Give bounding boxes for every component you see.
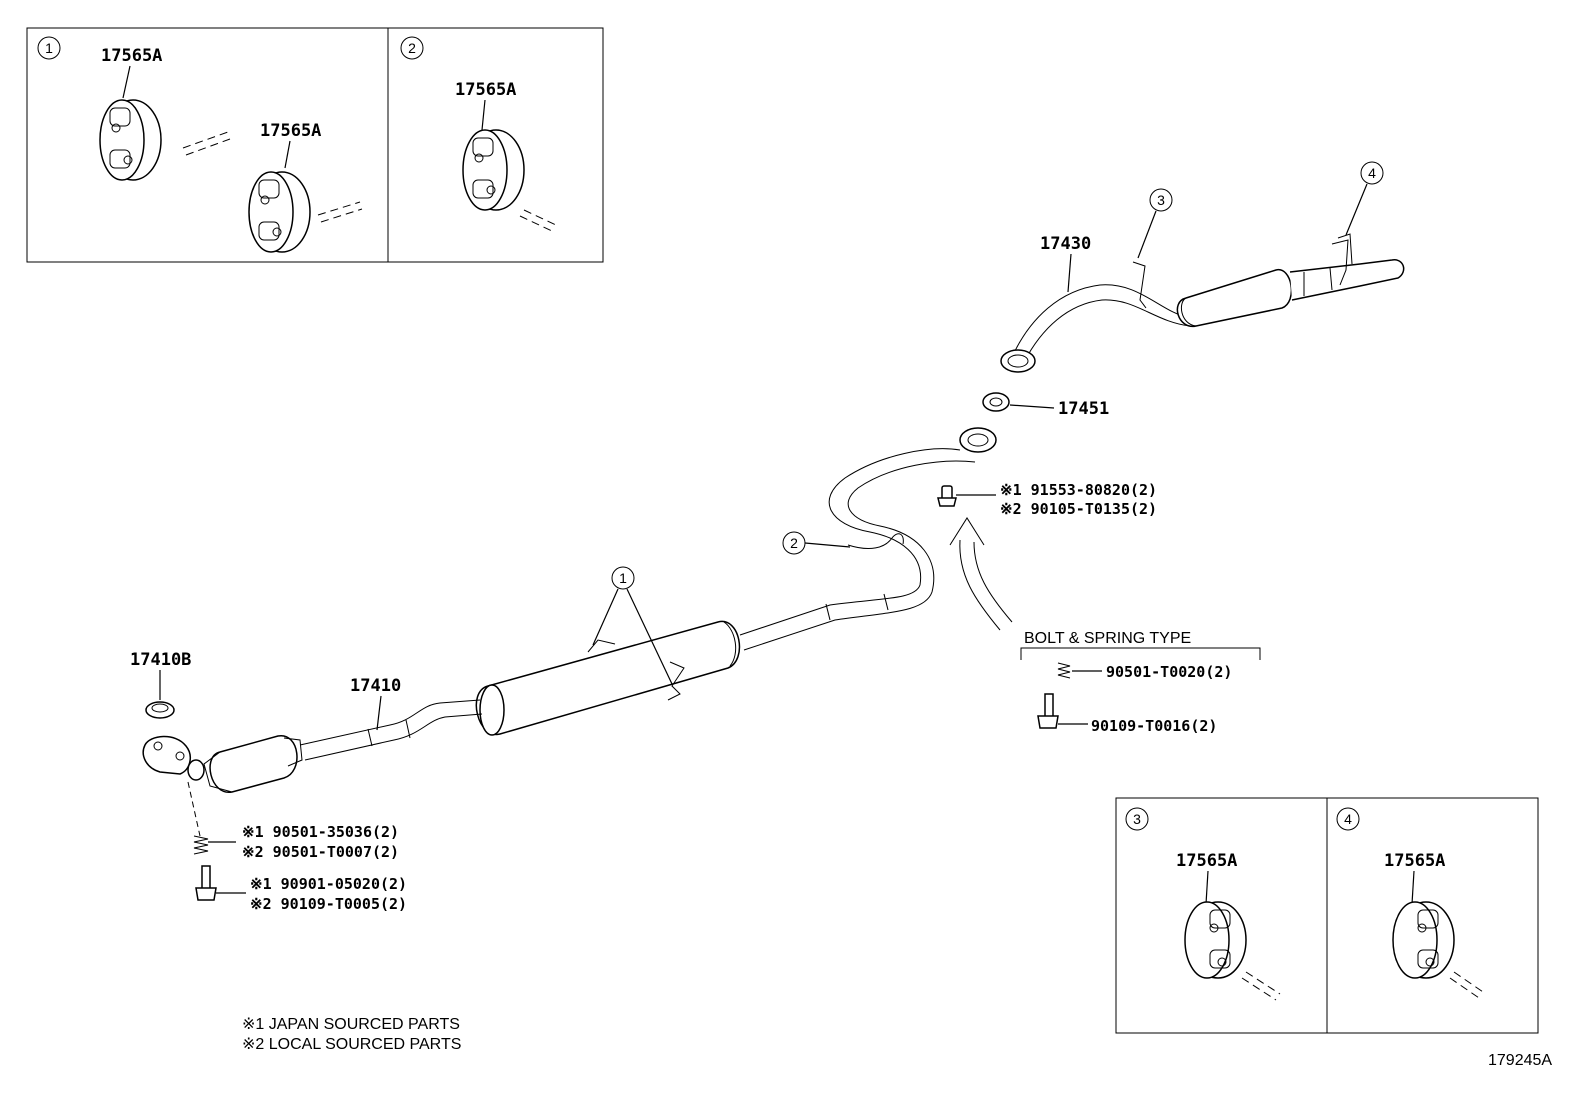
- svg-text:1: 1: [619, 570, 627, 586]
- bolt-part: [1037, 693, 1059, 729]
- inset-2-label: 17565A: [455, 80, 516, 100]
- inset-1-label-a: 17565A: [101, 46, 162, 66]
- front-bolt-part: [195, 865, 217, 901]
- callout-4: 4: [1360, 161, 1384, 185]
- callout-2: 2: [782, 531, 806, 555]
- rubber-hanger-part: [1184, 901, 1247, 979]
- inset-3-callout: 3: [1125, 807, 1149, 831]
- callout-1: 1: [611, 566, 635, 590]
- hanger-pin-dashed: [1449, 971, 1487, 1001]
- inset-1: 1 17565A 17565A: [37, 36, 363, 253]
- inset-4-callout: 4: [1336, 807, 1360, 831]
- hanger-pin-dashed: [182, 131, 231, 156]
- gasket-17451-part: [982, 392, 1010, 412]
- inset-2-callout: 2: [400, 36, 424, 60]
- front-bolt-line1: ※1 90901-05020(2): [250, 875, 407, 893]
- svg-text:2: 2: [408, 40, 416, 56]
- bolt-spring-bolt: 90109-T0016(2): [1091, 717, 1217, 735]
- inset-1-label-b: 17565A: [260, 121, 321, 141]
- svg-text:1: 1: [45, 40, 53, 56]
- front-bolt-line2: ※2 90109-T0005(2): [250, 895, 407, 913]
- gasket-17410b-part: [145, 701, 175, 719]
- rubber-hanger-part: [1392, 901, 1455, 979]
- legend-line2: ※2 LOCAL SOURCED PARTS: [242, 1036, 461, 1053]
- label-17430: 17430: [1040, 234, 1091, 254]
- bolt-center-line1: ※1 91553-80820(2): [1000, 481, 1157, 499]
- svg-text:2: 2: [790, 535, 798, 551]
- label-17451: 17451: [1058, 399, 1109, 419]
- tail-pipe-assembly: [1000, 233, 1405, 373]
- label-17410b: 17410B: [130, 650, 191, 670]
- spring-part: [1057, 662, 1071, 679]
- legend-line1: ※1 JAPAN SOURCED PARTS: [242, 1016, 460, 1033]
- svg-text:4: 4: [1368, 165, 1376, 181]
- front-spring-part: [193, 835, 209, 855]
- hanger-pin-dashed: [317, 201, 363, 223]
- inset-2: 2 17565A: [400, 36, 557, 232]
- inset-4: 4 17565A: [1336, 807, 1487, 1001]
- diagram-id: 179245A: [1488, 1052, 1552, 1069]
- rubber-hanger-part: [99, 99, 162, 181]
- hanger-pin-dashed: [1241, 971, 1281, 1001]
- inset-bottom-right: [1115, 797, 1539, 1034]
- inset-1-callout: 1: [37, 36, 61, 60]
- rubber-hanger-part: [462, 129, 525, 211]
- curved-arrow-icon: [949, 517, 1013, 631]
- hanger-pin-dashed: [519, 209, 557, 232]
- front-pipe-assembly: [142, 427, 997, 793]
- front-spring-line2: ※2 90501-T0007(2): [242, 843, 399, 861]
- center-bolt-part: [937, 485, 957, 507]
- inset-3: 3 17565A: [1125, 807, 1281, 1001]
- bolt-spring-title: BOLT & SPRING TYPE: [1024, 630, 1191, 647]
- svg-text:3: 3: [1133, 811, 1141, 827]
- inset-top-left: [26, 27, 604, 263]
- bolt-spring-spring: 90501-T0020(2): [1106, 663, 1232, 681]
- callout-3: 3: [1149, 188, 1173, 212]
- inset-3-label: 17565A: [1176, 851, 1237, 871]
- front-spring-line1: ※1 90501-35036(2): [242, 823, 399, 841]
- bolt-center-line2: ※2 90105-T0135(2): [1000, 500, 1157, 518]
- label-17410: 17410: [350, 676, 401, 696]
- rubber-hanger-part: [248, 171, 311, 253]
- inset-4-label: 17565A: [1384, 851, 1445, 871]
- svg-text:3: 3: [1157, 192, 1165, 208]
- svg-text:4: 4: [1344, 811, 1352, 827]
